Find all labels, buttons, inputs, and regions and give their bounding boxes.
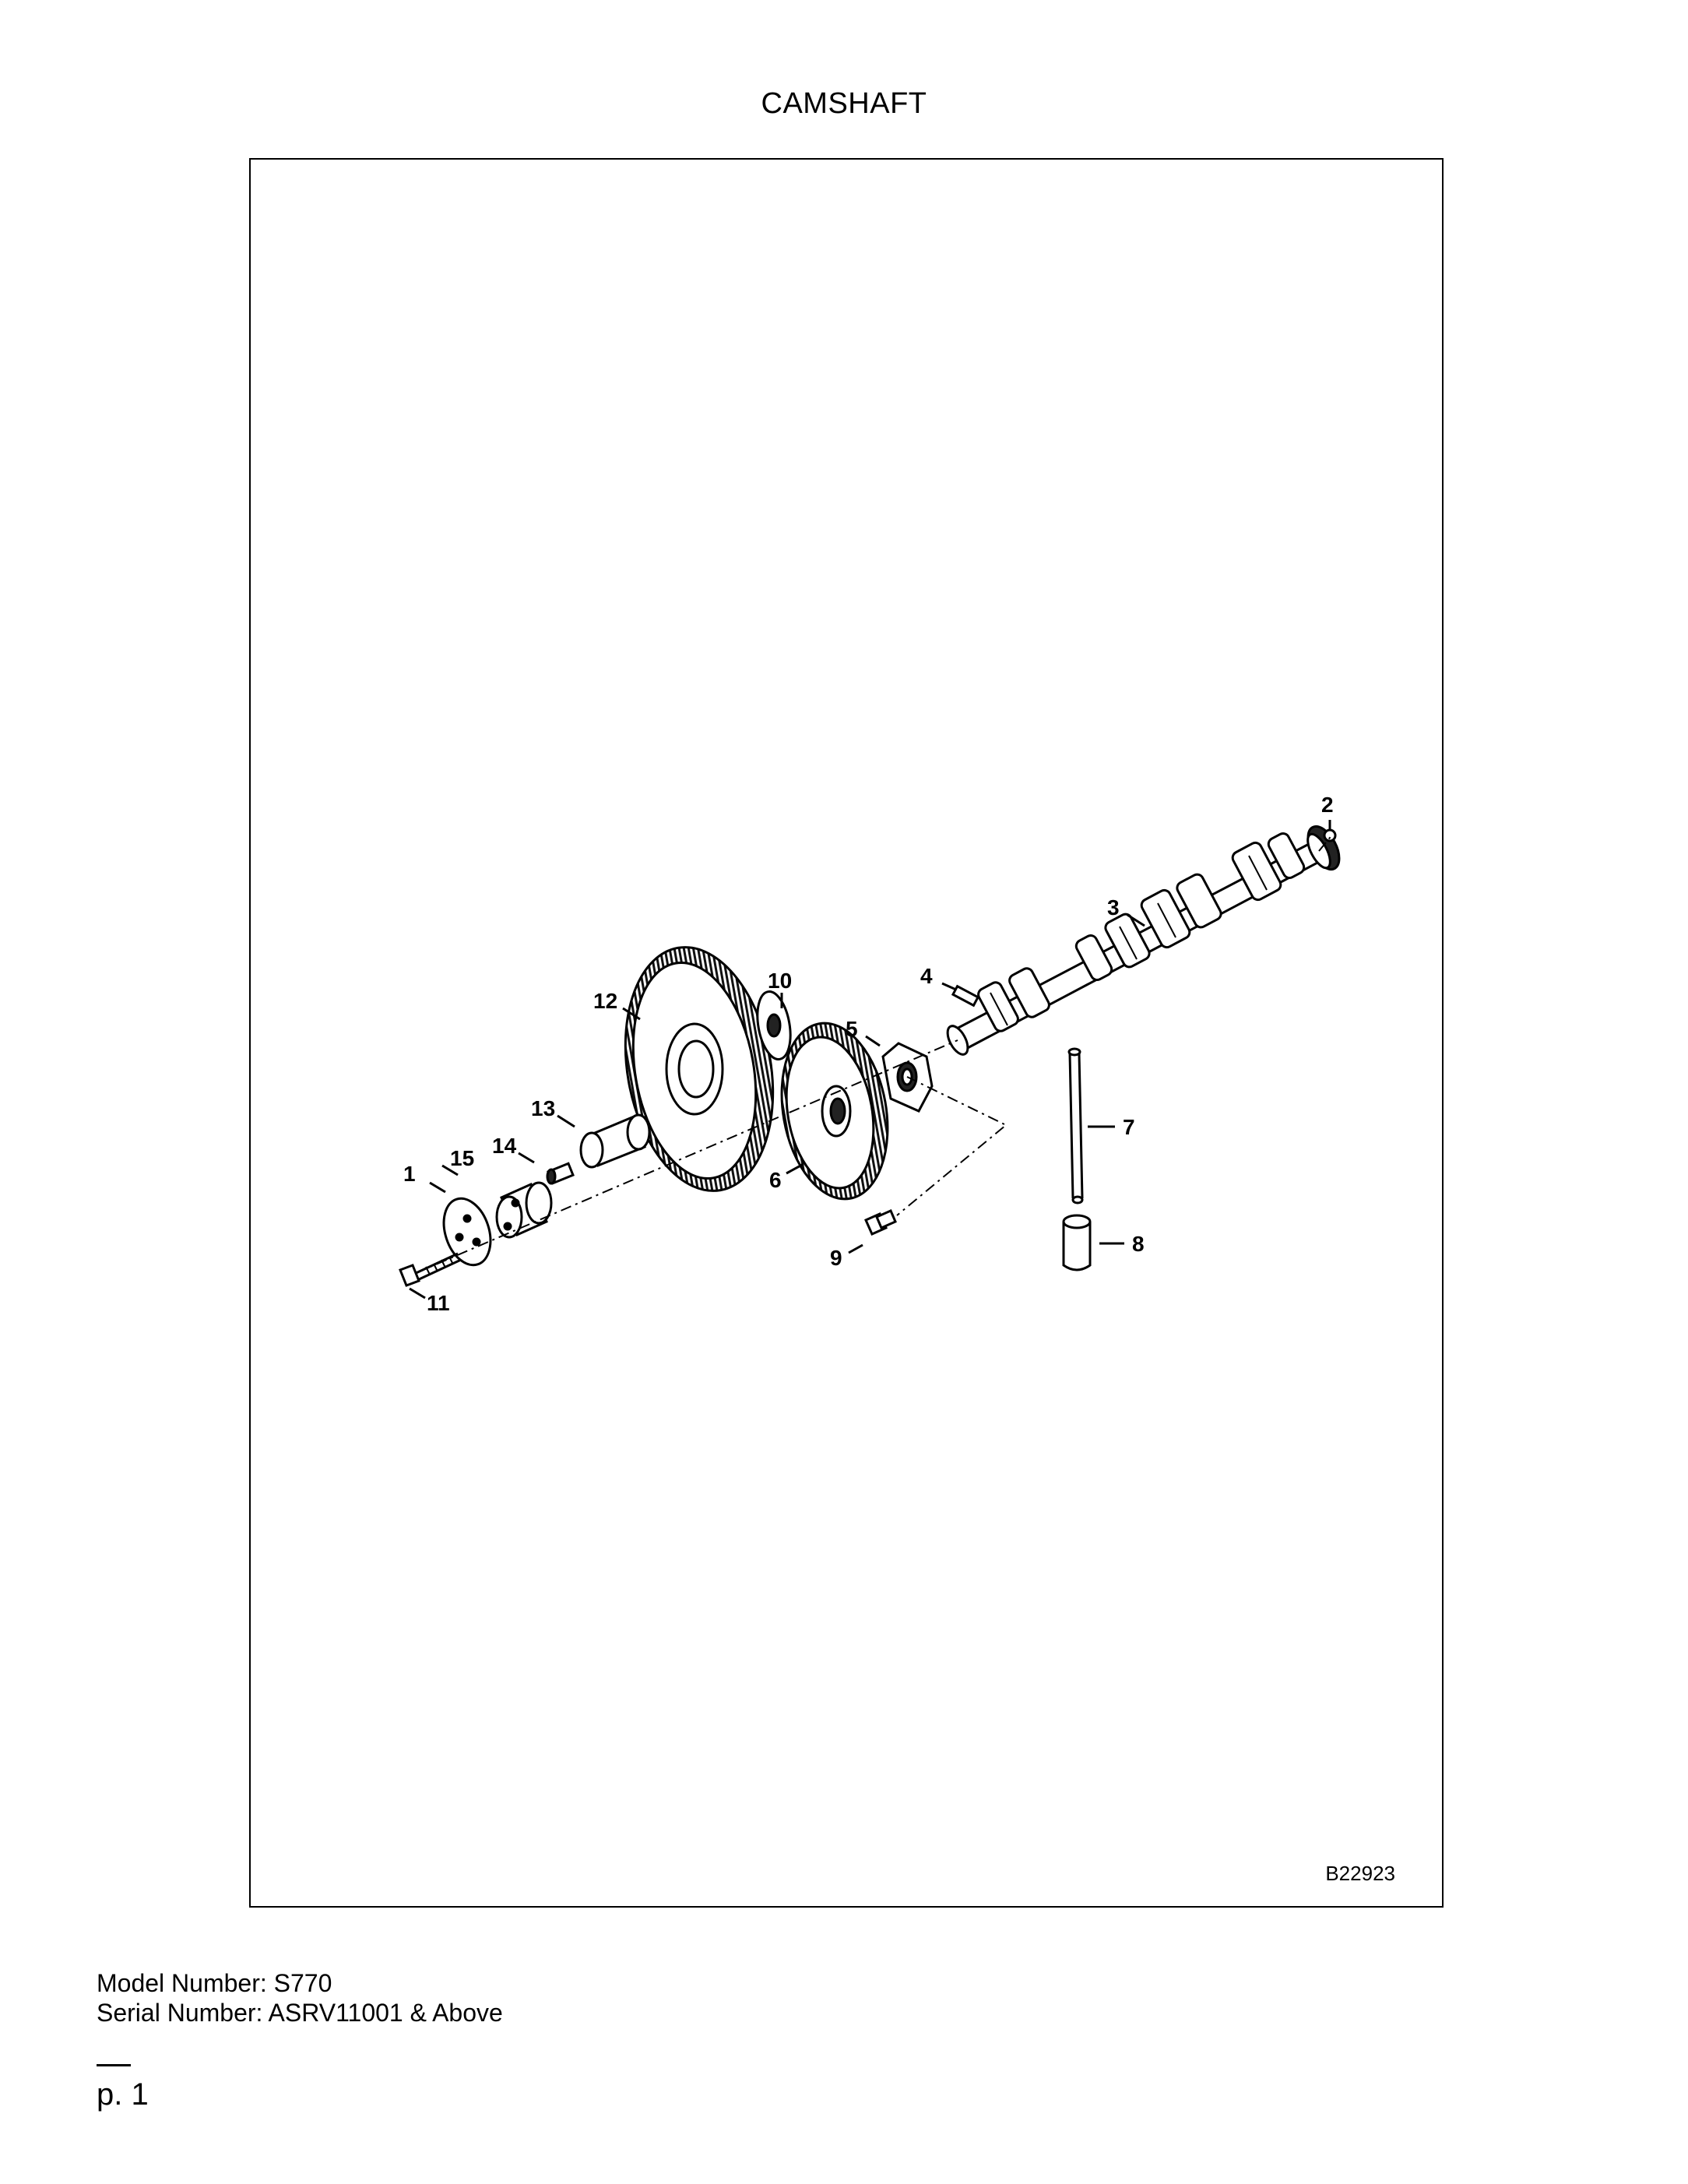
callout-14: 14: [492, 1134, 517, 1158]
page-title: CAMSHAFT: [761, 87, 927, 120]
camshaft-gear-part: [780, 1022, 889, 1201]
diagram-frame: 2 3 4 5 10 12 13 14 15 1 11 6 7 8 9 B229…: [249, 158, 1444, 1908]
callout-2: 2: [1321, 793, 1334, 817]
callout-10: 10: [768, 969, 792, 993]
pin-part: [546, 1162, 575, 1185]
callout-1: 1: [403, 1162, 416, 1186]
callout-11: 11: [427, 1291, 450, 1315]
callout-13: 13: [531, 1096, 555, 1120]
leader-lines: [409, 820, 1331, 1299]
callout-7: 7: [1123, 1115, 1135, 1139]
washer-part: [756, 990, 792, 1060]
screw-part: [864, 1209, 897, 1236]
key-part: [951, 984, 980, 1008]
bushing-part: [579, 1113, 651, 1169]
callout-labels: 2 3 4 5 10 12 13 14 15 1 11 6 7 8 9: [403, 793, 1334, 1315]
callout-15: 15: [450, 1146, 474, 1170]
push-rod-part: [1067, 1047, 1084, 1205]
retainer-plate-part: [442, 1197, 492, 1267]
bolt-part: [399, 1252, 462, 1287]
camshaft-part: [946, 825, 1341, 1056]
serial-number: Serial Number: ASRV11001 & Above: [97, 1999, 503, 2027]
plug-part: [1323, 828, 1337, 842]
model-number: Model Number: S770: [97, 1969, 332, 1997]
tappet-part: [1062, 1214, 1092, 1271]
callout-12: 12: [593, 989, 617, 1013]
idler-gear-part: [624, 946, 775, 1192]
callout-4: 4: [920, 964, 933, 988]
page-rule: [97, 2064, 131, 2066]
callout-9: 9: [830, 1246, 842, 1270]
callout-3: 3: [1107, 895, 1120, 920]
assembly-lines: [415, 833, 1334, 1274]
figure-id: B22923: [1325, 1862, 1395, 1885]
callout-8: 8: [1132, 1232, 1145, 1256]
page-number: p. 1: [97, 2077, 149, 2112]
callout-6: 6: [769, 1168, 782, 1192]
idler-shaft-part: [495, 1181, 553, 1239]
callout-5: 5: [846, 1017, 858, 1041]
exploded-parts-diagram: 2 3 4 5 10 12 13 14 15 1 11 6 7 8 9: [399, 793, 1341, 1315]
model-info: Model Number: S770 Serial Number: ASRV11…: [97, 1968, 503, 2027]
